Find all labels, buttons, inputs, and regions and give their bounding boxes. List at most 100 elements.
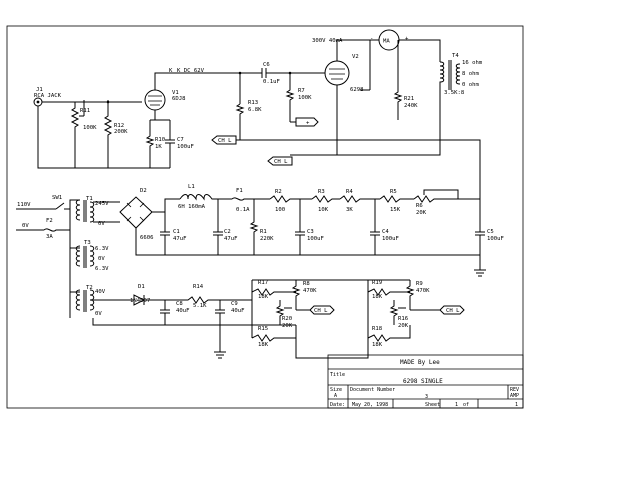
ch-l-flag-2: CH L	[274, 159, 288, 165]
ch-l-flag-4: CH L	[446, 308, 460, 314]
c3-ref: C3	[307, 229, 314, 235]
r16-ref: R16	[398, 316, 408, 322]
ch-l-flag-1: CH L	[218, 138, 232, 144]
d1-ref: D1	[138, 284, 145, 290]
c9-value: 40uF	[231, 308, 245, 314]
bias-supply: D1 1N4007 R14 5.1K C8 40uF C9 40uF R17 1…	[92, 279, 465, 359]
c7-value: 100uF	[177, 144, 194, 150]
r21-ref: R21	[404, 96, 414, 102]
t4-primary: 3.5K:8	[444, 90, 465, 96]
input-stage: J1 RCA JACK R11 100K R12 200K V1 6DJ8 K …	[33, 68, 194, 169]
r10-ref: R10	[155, 137, 165, 143]
size-label: Size	[330, 387, 342, 393]
r14-value: 5.1K	[193, 303, 207, 309]
title-block: MADE By Lee Title 6298 SINGLE Size A Doc…	[327, 354, 524, 409]
r13-ref: R13	[248, 100, 258, 106]
mains-110v: 110V	[17, 202, 31, 208]
c7-ref: C7	[177, 137, 184, 143]
t2-ref: T2	[86, 285, 93, 291]
c4-value: 100uF	[382, 236, 399, 242]
power-supply: 110V 0V SW1 F2 3A T1 245V 0V T3 6.3V 0V …	[16, 184, 504, 318]
doc-number-label: Document Number	[350, 387, 395, 393]
r19-ref: R19	[372, 280, 382, 286]
minus-sign: -	[370, 36, 373, 42]
rev-value: AMP	[510, 393, 519, 399]
size-value: A	[334, 393, 337, 399]
t4-tap2: 8 ohm	[462, 71, 479, 77]
doc-number-value: 3	[425, 394, 428, 400]
r6-value: 20K	[416, 210, 427, 216]
c8-ref: C8	[176, 301, 183, 307]
sheet-label: Sheet	[425, 402, 440, 408]
r3-value: 10K	[318, 207, 329, 213]
c9-ref: C9	[231, 301, 238, 307]
r5-ref: R5	[390, 189, 397, 195]
driver-stage: K DC 62V R13 6.8K C6 0.1uF R7 100K + CH …	[177, 62, 325, 145]
t1-ref: T1	[86, 196, 93, 202]
k-marker: K	[169, 68, 173, 74]
r6-ref: R6	[416, 203, 423, 209]
f2-value: 3A	[46, 234, 53, 240]
t4-tap1: 16 ohm	[462, 60, 483, 66]
t1-zero: 0V	[98, 221, 105, 227]
c5-ref: C5	[487, 229, 494, 235]
v2-ref: V2	[352, 54, 359, 60]
sheet-value: 1	[455, 402, 458, 408]
c8-value: 40uF	[176, 308, 190, 314]
plus-flag: +	[306, 121, 310, 127]
output-stage: 300V 40mA - + MA V2 6298 R21 240K T4 16 …	[260, 29, 483, 220]
of-value: 1	[515, 402, 518, 408]
r8-ref: R8	[303, 281, 310, 287]
r1-value: 220K	[260, 236, 274, 242]
r5-value: 15K	[390, 207, 401, 213]
t1-sec: 245V	[95, 201, 109, 207]
t2-zero: 0V	[95, 311, 102, 317]
c1-value: 47uF	[173, 236, 187, 242]
r4-value: 3K	[346, 207, 353, 213]
t3-zero: 0V	[98, 256, 105, 262]
v1-ref: V1	[172, 90, 179, 96]
r1-ref: R1	[260, 229, 267, 235]
c5-value: 100uF	[487, 236, 504, 242]
l1-ref: L1	[188, 184, 195, 190]
r17-ref: R17	[258, 280, 268, 286]
r7-ref: R7	[298, 88, 305, 94]
t2-sec: 40V	[95, 289, 106, 295]
f1-ref: F1	[236, 188, 243, 194]
r2-value: 100	[275, 207, 285, 213]
v1-value: 6DJ8	[172, 96, 186, 102]
date-value: May 20, 1998	[352, 402, 388, 408]
r11-ref: R11	[80, 108, 90, 114]
r18-ref: R18	[372, 326, 383, 332]
r20-ref: R20	[282, 316, 292, 322]
j1-name: RCA JACK	[34, 93, 62, 99]
sw1-ref: SW1	[52, 195, 62, 201]
f2-ref: F2	[46, 218, 53, 224]
r17-value: 18K	[258, 294, 269, 300]
r12-ref: R12	[114, 123, 124, 129]
rev-label: REV	[510, 387, 519, 393]
title-label: Title	[330, 372, 345, 378]
r12-value: 200K	[114, 129, 128, 135]
r9-ref: R9	[416, 281, 423, 287]
b-plus-label: K DC 62V	[177, 68, 205, 74]
title-value: 6298 SINGLE	[403, 378, 443, 385]
r10-value: 1K	[155, 144, 162, 150]
r20-value: 20K	[282, 323, 293, 329]
d1-value: 1N4007	[130, 298, 150, 304]
r15-ref: R15	[258, 326, 268, 332]
j1-ref: J1	[36, 87, 43, 93]
r7-value: 100K	[298, 95, 312, 101]
t4-ref: T4	[452, 53, 459, 59]
r8-value: 470K	[303, 288, 317, 294]
r21-value: 240K	[404, 103, 418, 109]
c3-value: 100uF	[307, 236, 324, 242]
t3-ref: T3	[84, 240, 91, 246]
t4-tap3: 0 ohm	[462, 82, 479, 88]
r14-ref: R14	[193, 284, 204, 290]
l1-value: 6H 160mA	[178, 204, 206, 210]
d2-value: 6606	[140, 235, 153, 241]
meter-label: MA	[383, 39, 390, 45]
r15-value: 18K	[258, 342, 269, 348]
